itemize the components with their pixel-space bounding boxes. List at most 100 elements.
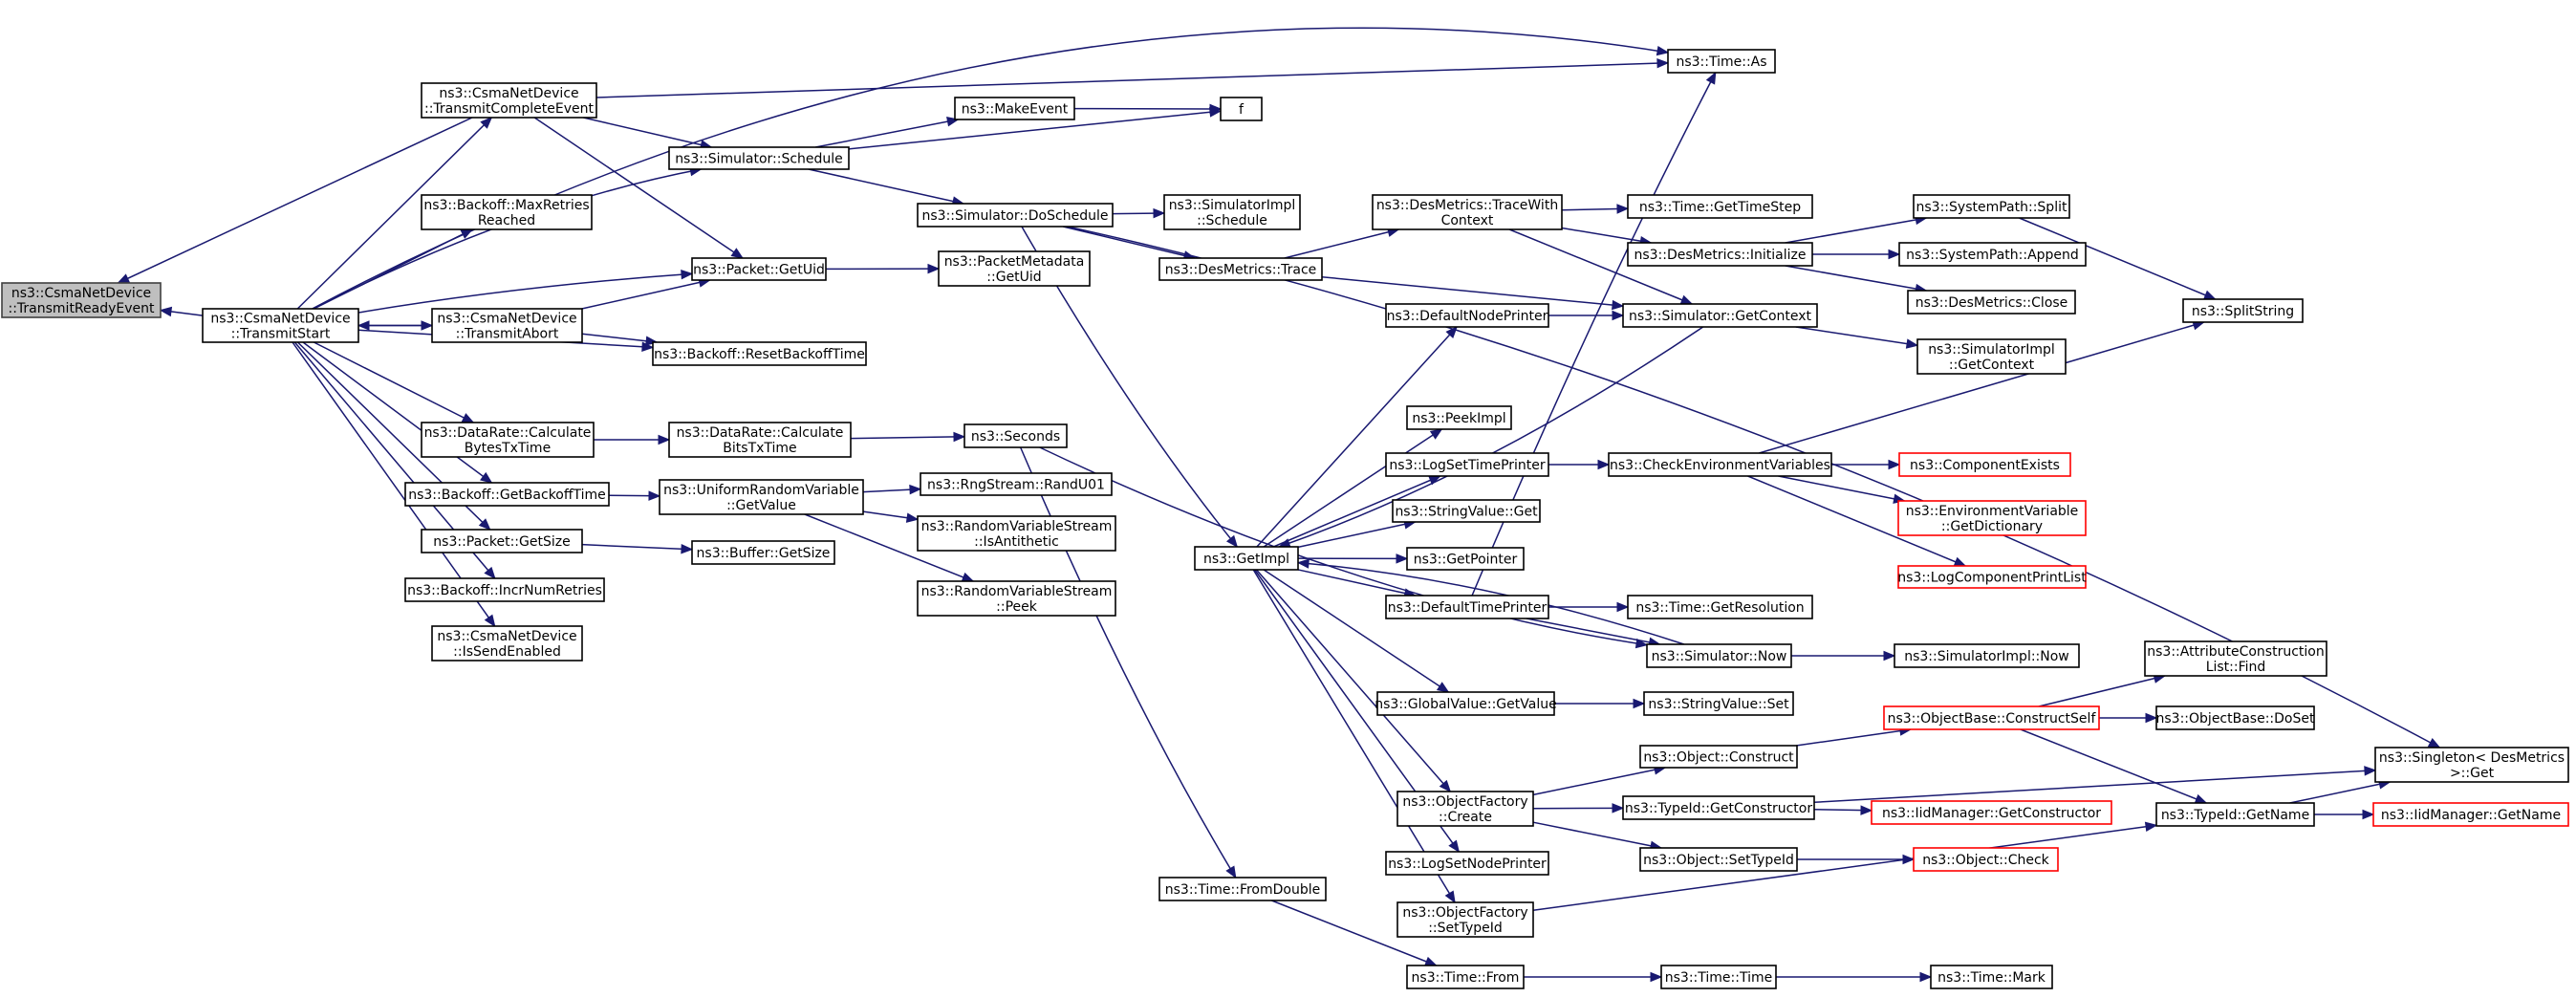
node-label: ::IsSendEnabled	[453, 644, 561, 660]
node-f[interactable]: f	[1220, 97, 1263, 121]
node-peekimpl[interactable]: ns3::PeekImpl	[1406, 405, 1512, 430]
edge-dmtracewith-to-simgetcontext	[1508, 228, 1693, 305]
node-simgetcontext[interactable]: ns3::Simulator::GetContext	[1622, 303, 1818, 328]
node-logsetnodeprinter[interactable]: ns3::LogSetNodePrinter	[1385, 851, 1549, 876]
node-deftimeprinter[interactable]: ns3::DefaultTimePrinter	[1385, 595, 1549, 619]
node-root: ns3::CsmaNetDevice::TransmitReadyEvent	[1, 282, 162, 318]
node-constructself[interactable]: ns3::ObjectBase::ConstructSelf	[1883, 705, 2100, 730]
node-ofsettypeid[interactable]: ns3::ObjectFactory::SetTypeId	[1396, 901, 1534, 938]
node-gvgetvalue[interactable]: ns3::GlobalValue::GetValue	[1375, 691, 1557, 716]
node-singletonget[interactable]: ns3::Singleton< DesMetrics >::Get	[2374, 747, 2569, 783]
node-checkenv[interactable]: ns3::CheckEnvironmentVariables	[1608, 452, 1832, 477]
node-getresolution[interactable]: ns3::Time::GetResolution	[1627, 595, 1813, 619]
node-logcompprintlist[interactable]: ns3::LogComponentPrintList	[1897, 565, 2087, 589]
node-randu01[interactable]: ns3::RngStream::RandU01	[920, 472, 1113, 496]
node-getimpl[interactable]: ns3::GetImpl	[1194, 546, 1299, 571]
node-spappend[interactable]: ns3::SystemPath::Append	[1898, 242, 2087, 267]
node-timefrom[interactable]: ns3::Time::From	[1406, 965, 1525, 989]
node-getuid[interactable]: ns3::Packet::GetUid	[691, 257, 827, 281]
node-resetbackoff[interactable]: ns3::Backoff::ResetBackoffTime	[652, 341, 867, 366]
edge-ofsettypeid-to-tidgetname	[1532, 824, 2157, 912]
node-label: ns3::DesMetrics::Trace	[1165, 263, 1317, 278]
node-svset[interactable]: ns3::StringValue::Set	[1643, 691, 1794, 716]
node-issend[interactable]: ns3::CsmaNetDevice::IsSendEnabled	[431, 625, 583, 662]
node-dminit[interactable]: ns3::DesMetrics::Initialize	[1627, 242, 1813, 267]
node-fromdouble[interactable]: ns3::Time::FromDouble	[1158, 877, 1327, 901]
node-compexists[interactable]: ns3::ComponentExists	[1898, 452, 2071, 477]
node-pmgetuid[interactable]: ns3::PacketMetadata::GetUid	[938, 250, 1091, 287]
node-label: ns3::Time::FromDouble	[1165, 882, 1321, 898]
node-timeas[interactable]: ns3::Time::As	[1667, 49, 1776, 74]
node-iidgetname[interactable]: ns3::IidManager::GetName	[2372, 802, 2569, 827]
node-splitstring[interactable]: ns3::SplitString	[2182, 298, 2304, 323]
node-dmtrace[interactable]: ns3::DesMetrics::Trace	[1158, 257, 1323, 281]
node-getpointer[interactable]: ns3::GetPointer	[1406, 547, 1525, 571]
node-obdoset[interactable]: ns3::ObjectBase::DoSet	[2155, 705, 2315, 730]
node-simnow[interactable]: ns3::Simulator::Now	[1646, 643, 1792, 668]
edge-pgetsize-to-bufgetsize	[581, 543, 693, 551]
node-getbackofftime[interactable]: ns3::Backoff::GetBackoffTime	[404, 482, 610, 507]
node-iidgetconstructor[interactable]: ns3::IidManager::GetConstructor	[1871, 800, 2112, 825]
node-rvspeek[interactable]: ns3::RandomVariableStream::Peek	[917, 580, 1116, 617]
node-box	[2182, 298, 2304, 323]
node-simimplnow[interactable]: ns3::SimulatorImpl::Now	[1894, 643, 2080, 668]
node-simimplgetcontext[interactable]: ns3::SimulatorImpl::GetContext	[1916, 338, 2067, 375]
node-label: ns3::DesMetrics::Initialize	[1634, 248, 1806, 263]
node-timetime[interactable]: ns3::Time::Time	[1660, 965, 1777, 989]
node-urvgetvalue[interactable]: ns3::UniformRandomVariable::GetValue	[659, 479, 864, 515]
node-box	[421, 529, 583, 553]
node-objcheck[interactable]: ns3::Object::Check	[1913, 847, 2059, 872]
node-box	[652, 341, 867, 366]
node-gettimestep[interactable]: ns3::Time::GetTimeStep	[1627, 194, 1813, 219]
node-tstart[interactable]: ns3::CsmaNetDevice::TransmitStart	[202, 308, 359, 343]
node-getconstructor[interactable]: ns3::TypeId::GetConstructor	[1622, 795, 1815, 820]
node-isantithetic[interactable]: ns3::RandomVariableStream::IsAntithetic	[917, 515, 1116, 552]
node-tcomplete[interactable]: ns3::CsmaNetDevice::TransmitCompleteEven…	[421, 82, 597, 119]
node-objconstruct[interactable]: ns3::Object::Construct	[1639, 745, 1798, 769]
node-doschedule[interactable]: ns3::Simulator::DoSchedule	[917, 203, 1114, 228]
node-schedule[interactable]: ns3::Simulator::Schedule	[668, 146, 850, 170]
edge-checkenv-to-envgetdict	[1778, 475, 1905, 502]
node-timemark[interactable]: ns3::Time::Mark	[1930, 965, 2053, 989]
node-incrretries[interactable]: ns3::Backoff::IncrNumRetries	[404, 577, 605, 602]
node-label: ns3::StringValue::Get	[1395, 505, 1538, 520]
node-bufgetsize[interactable]: ns3::Buffer::GetSize	[691, 540, 835, 565]
node-label: ::Schedule	[1197, 213, 1267, 228]
node-objsettypeid[interactable]: ns3::Object::SetTypeId	[1639, 847, 1798, 872]
node-label: ns3::Simulator::GetContext	[1629, 309, 1812, 324]
node-ofcreate[interactable]: ns3::ObjectFactory::Create	[1396, 791, 1534, 827]
node-dmclose[interactable]: ns3::DesMetrics::Close	[1907, 290, 2076, 315]
node-box	[917, 203, 1114, 228]
node-label: ns3::Object::Construct	[1643, 750, 1794, 766]
node-svget[interactable]: ns3::StringValue::Get	[1392, 499, 1541, 523]
arrowhead	[480, 471, 493, 484]
node-box	[1646, 643, 1792, 668]
edge-simgetcontext-to-simimplgetcontext	[1795, 326, 1918, 347]
node-seconds[interactable]: ns3::Seconds	[963, 423, 1068, 448]
node-defnodeprinter[interactable]: ns3::DefaultNodePrinter	[1385, 303, 1549, 328]
node-box	[1220, 97, 1263, 121]
node-label: ns3::GetImpl	[1203, 552, 1289, 567]
edge-dmtrace-to-dmtracewith	[1284, 228, 1399, 259]
arrowhead	[645, 336, 659, 346]
edge-tstart-to-tcomplete	[296, 117, 492, 310]
node-makeevent[interactable]: ns3::MakeEvent	[954, 97, 1075, 120]
node-label: ns3::Time::As	[1676, 54, 1766, 70]
node-pgetsize[interactable]: ns3::Packet::GetSize	[421, 529, 583, 553]
edge-checkenv-to-logcompprintlist	[1747, 475, 1966, 567]
node-tidgetname[interactable]: ns3::TypeId::GetName	[2155, 802, 2315, 827]
node-envgetdict[interactable]: ns3::EnvironmentVariable::GetDictionary	[1897, 500, 2087, 536]
node-spsplit[interactable]: ns3::SystemPath::Split	[1913, 194, 2070, 219]
node-label: Reached	[478, 213, 535, 228]
node-tabort[interactable]: ns3::CsmaNetDevice::TransmitAbort	[431, 308, 583, 343]
node-simimplschedule[interactable]: ns3::SimulatorImpl::Schedule	[1163, 194, 1301, 230]
node-logsettimeprinter[interactable]: ns3::LogSetTimePrinter	[1385, 452, 1549, 477]
node-box	[421, 194, 593, 230]
node-label: ns3::DataRate::Calculate	[424, 425, 592, 441]
